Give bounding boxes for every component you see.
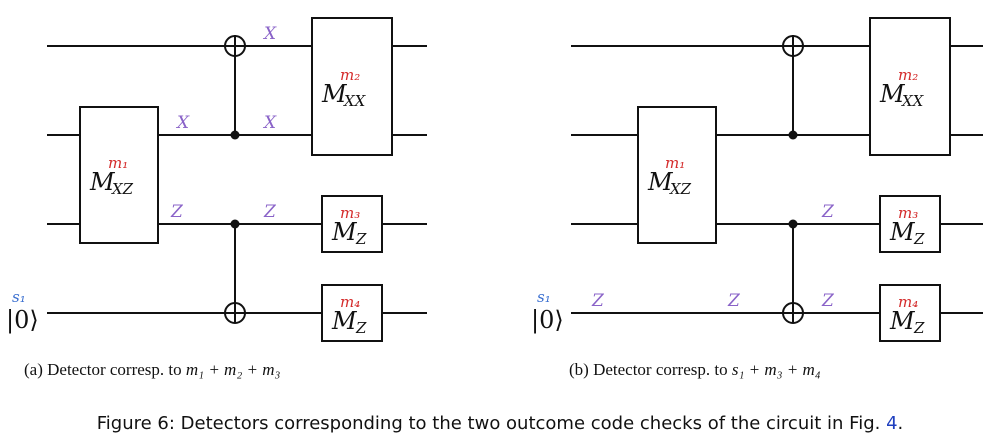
cnot-control-dot: [230, 219, 240, 229]
measure-xz-gate: m₁ M XZ: [637, 106, 717, 244]
gate-subscript: Z: [913, 319, 925, 337]
subcaption-a: (a) Detector corresp. to m₁ + m₂ + m₃: [24, 360, 280, 380]
pauli-annotation: Z: [821, 291, 835, 311]
panel-b-circuit: s₁ |0⟩ m₁ M XZ m₂ M XX: [531, 17, 983, 342]
panel-a-circuit: s₁ |0⟩ m₁ M XZ m₂ M: [6, 17, 427, 342]
pauli-annotation: Z: [727, 291, 741, 311]
pauli-annotation: X: [262, 113, 277, 133]
pauli-annotation: Z: [263, 202, 277, 222]
cnot-control-dot: [230, 130, 240, 140]
input-label-s1: s₁: [537, 288, 551, 306]
figure-caption-end: .: [897, 413, 904, 434]
outcome-label-m4: m₄: [898, 293, 918, 311]
gate-name: M: [321, 80, 348, 108]
gate-subscript: XZ: [111, 180, 134, 198]
measure-z-gate-4: m₄ M Z: [321, 284, 383, 342]
gate-subscript: Z: [913, 230, 925, 248]
outcome-label-m1: m₁: [665, 154, 685, 172]
circuit-figure: s₁ |0⟩ m₁ M XZ m₂ M: [6, 17, 983, 342]
outcome-label-m2: m₂: [898, 66, 918, 84]
gate-name: M: [647, 168, 674, 196]
subcaption-text: (b) Detector corresp. to: [569, 360, 732, 379]
pauli-annotation: Z: [821, 202, 835, 222]
subcaption-expression: s₁ + m₃ + m₄: [731, 360, 821, 379]
cnot-gate-1: [782, 35, 804, 140]
figure-caption-text: Figure 6: Detectors corresponding to the…: [96, 413, 887, 434]
gate-name: M: [889, 307, 916, 335]
gate-name: M: [331, 218, 358, 246]
measure-z-gate-3: m₃ M Z: [321, 195, 383, 253]
gate-subscript: XX: [343, 92, 367, 110]
input-state-ket: |0⟩: [531, 306, 564, 335]
pauli-annotation: Z: [170, 202, 184, 222]
gate-name: M: [331, 307, 358, 335]
measure-z-gate-3: m₃ M Z: [879, 195, 941, 253]
measure-xz-gate: m₁ M XZ: [79, 106, 159, 244]
subcaption-text: (a) Detector corresp. to: [24, 360, 186, 379]
gate-subscript: Z: [355, 319, 367, 337]
figure-caption: Figure 6: Detectors corresponding to the…: [0, 413, 1000, 434]
gate-name: M: [889, 218, 916, 246]
measure-xx-gate: m₂ M XX: [311, 17, 393, 156]
outcome-label-m4: m₄: [340, 293, 360, 311]
outcome-label-m3: m₃: [340, 204, 360, 222]
gate-subscript: XZ: [669, 180, 692, 198]
subcaption-expression: m₁ + m₂ + m₃: [185, 360, 281, 379]
cnot-gate-2: [224, 219, 246, 324]
outcome-label-m3: m₃: [898, 204, 918, 222]
input-state-ket: |0⟩: [6, 306, 39, 335]
outcome-label-m1: m₁: [108, 154, 128, 172]
measure-xx-gate: m₂ M XX: [869, 17, 951, 156]
measure-z-gate-4: m₄ M Z: [879, 284, 941, 342]
gate-subscript: Z: [355, 230, 367, 248]
cnot-control-dot: [788, 219, 798, 229]
cnot-gate-1: [224, 35, 246, 140]
pauli-annotation: X: [175, 113, 190, 133]
outcome-label-m2: m₂: [340, 66, 360, 84]
input-label-s1: s₁: [12, 288, 26, 306]
cnot-gate-2: [782, 219, 804, 324]
gate-subscript: XX: [901, 92, 925, 110]
gate-name: M: [879, 80, 906, 108]
figure-reference-link[interactable]: 4: [886, 413, 898, 434]
subcaption-b: (b) Detector corresp. to s₁ + m₃ + m₄: [569, 360, 821, 380]
gate-name: M: [89, 168, 116, 196]
cnot-control-dot: [788, 130, 798, 140]
pauli-annotation: Z: [591, 291, 605, 311]
pauli-annotation: X: [262, 24, 277, 44]
